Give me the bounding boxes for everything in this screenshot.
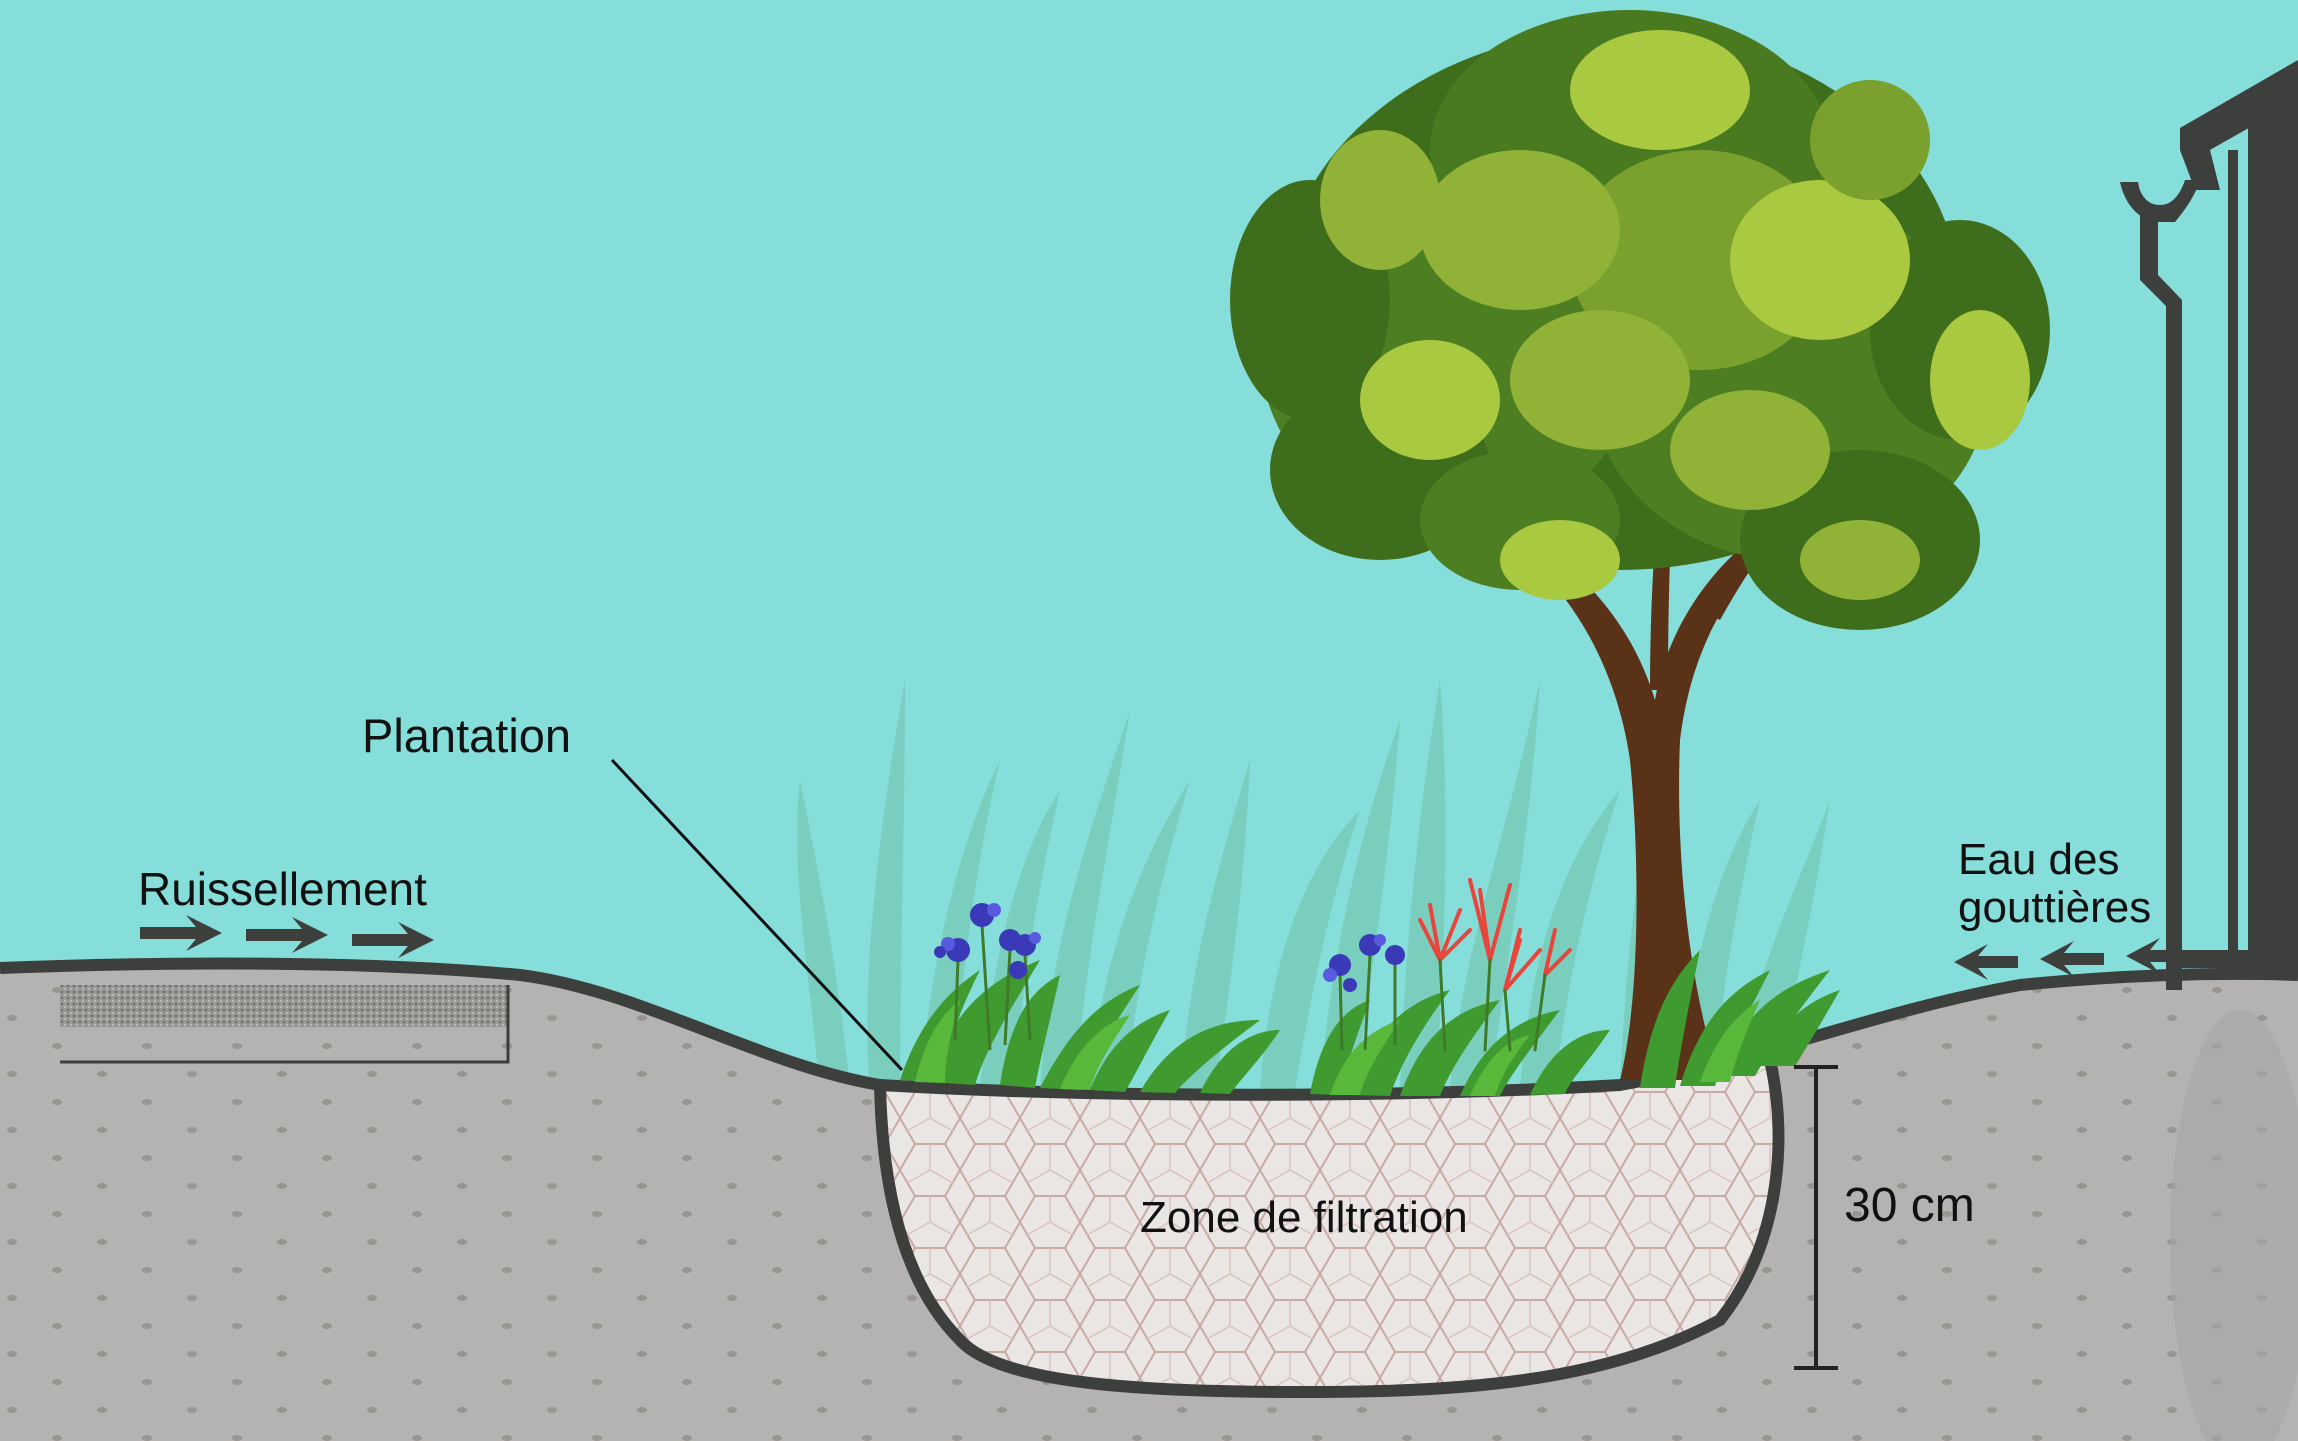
filtration-zone-label: Zone de filtration bbox=[1140, 1193, 1468, 1242]
gutter-water-label: Eau des gouttières bbox=[1958, 836, 2151, 932]
background-grass bbox=[797, 680, 1830, 1090]
gutter-water-label-line-1: Eau des bbox=[1958, 835, 2120, 884]
ground-line bbox=[0, 957, 2298, 1101]
tree bbox=[1230, 10, 2050, 1080]
filtration-zone-pattern bbox=[880, 1060, 1779, 1392]
iris-flowers-middle bbox=[1323, 934, 1405, 1051]
road-base-line bbox=[60, 985, 510, 1064]
gutter-arrows bbox=[1954, 938, 2190, 980]
gutter-water-label-line-2: gouttières bbox=[1958, 883, 2152, 932]
tree-canopy bbox=[1230, 10, 2050, 630]
depth-dimension bbox=[1794, 1065, 1838, 1370]
downspout bbox=[2140, 215, 2182, 990]
house bbox=[2120, 60, 2298, 990]
gutter-arrow-3 bbox=[1954, 944, 2018, 980]
iris-flowers-left bbox=[934, 903, 1041, 1051]
filtration-outline bbox=[874, 1058, 1785, 1399]
soil-shadow bbox=[2170, 1010, 2298, 1441]
tree-trunk bbox=[1540, 540, 1765, 1080]
plantation-leader-line bbox=[610, 758, 904, 1072]
runoff-label: Ruissellement bbox=[138, 863, 427, 915]
gutter-arrow-1 bbox=[2126, 938, 2190, 974]
house-wall-edge bbox=[2228, 150, 2238, 970]
plantation-label: Plantation bbox=[362, 709, 572, 762]
gutter bbox=[2120, 180, 2200, 222]
runoff-arrow-2 bbox=[246, 917, 328, 953]
foreground-plants-light bbox=[915, 1000, 1760, 1096]
house-wall bbox=[2248, 100, 2298, 975]
runoff-arrows bbox=[140, 915, 434, 958]
house-roof bbox=[2180, 60, 2298, 190]
red-flowers bbox=[1418, 878, 1572, 1052]
gutter-arrow-2 bbox=[2040, 941, 2104, 977]
runoff-arrow-1 bbox=[140, 915, 222, 951]
runoff-arrow-3 bbox=[352, 922, 434, 958]
gravel-strip bbox=[60, 985, 508, 1027]
depth-label: 30 cm bbox=[1844, 1179, 1975, 1232]
foreground-plants bbox=[900, 950, 1840, 1096]
